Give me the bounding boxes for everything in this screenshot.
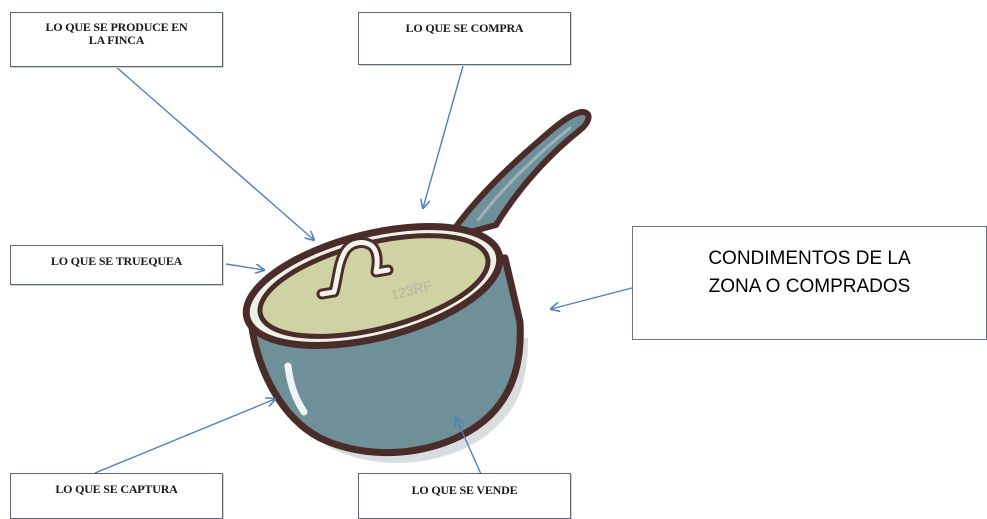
label-condimentos: CONDIMENTOS DE LA ZONA O COMPRADOS [632,226,987,340]
label-lo-que-se-captura: LO QUE SE CAPTURA [10,473,223,519]
label-lo-que-se-compra: LO QUE SE COMPRA [358,12,571,65]
arrow-vende [456,418,482,475]
arrow-compra [423,65,464,208]
pot-lid: 123RF [242,223,504,349]
arrow-trueque [225,263,264,270]
label-lo-que-se-truequea: LO QUE SE TRUEQUEA [10,245,223,285]
label-lo-que-se-produce-en-la-finca: LO QUE SE PRODUCE EN LA FINCA [10,12,223,67]
label-lo-que-se-vende: LO QUE SE VENDE [358,473,571,519]
pot-handle [445,109,592,241]
arrow-finca [114,65,314,240]
arrow-condimentos [551,287,633,309]
arrows [94,65,633,475]
arrow-captura [94,399,275,474]
